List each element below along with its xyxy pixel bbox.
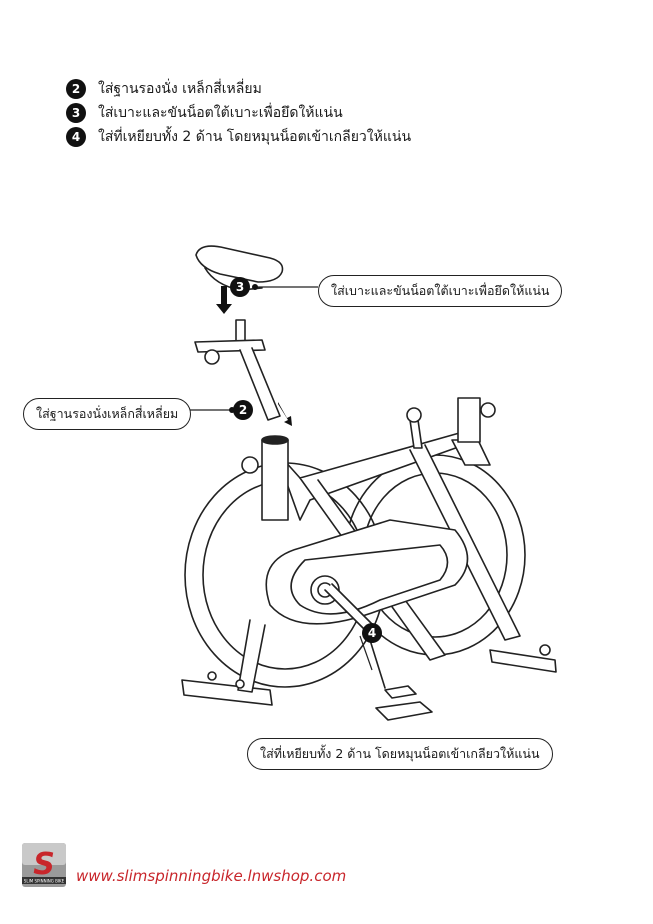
website-url[interactable]: www.slimspinningbike.lnwshop.com xyxy=(76,867,347,885)
step-3: 3 ใส่เบาะและขันน็อตใต้เบาะเพื่อยึดให้แน่… xyxy=(66,101,411,125)
step-2: 2 ใส่ฐานรองนั่ง เหล็กสี่เหลี่ยม xyxy=(66,77,411,101)
pedal xyxy=(375,701,433,721)
step-text: ใส่ฐานรองนั่ง เหล็กสี่เหลี่ยม xyxy=(98,81,262,97)
arrow-icon xyxy=(278,402,292,426)
callout-badge-4: 4 xyxy=(362,623,382,643)
step-number-badge: 4 xyxy=(66,127,86,147)
logo-caption: SLIM SPINNING BIKE xyxy=(24,879,65,884)
step-number-badge: 2 xyxy=(66,79,86,99)
step-text: ใส่เบาะและขันน็อตใต้เบาะเพื่อยึดให้แน่น xyxy=(98,105,343,121)
rear-stabilizer xyxy=(489,649,557,673)
brand-logo: S SLIM SPINNING BIKE xyxy=(22,843,66,887)
callout-seat: ใส่เบาะและขันน็อตใต้เบาะเพื่อยึดให้แน่น xyxy=(318,275,563,307)
seat xyxy=(195,245,284,283)
bike-assembly-illustration xyxy=(172,245,557,721)
callout-badge-2: 2 xyxy=(233,400,253,420)
callout-pedal: ใส่ที่เหยียบทั้ง 2 ด้าน โดยหมุนน็อตเข้าเ… xyxy=(247,738,553,770)
step-text: ใส่ที่เหยียบทั้ง 2 ด้าน โดยหมุนน็อตเข้าเ… xyxy=(98,129,412,145)
step-number-badge: 3 xyxy=(66,103,86,123)
logo-letter: S xyxy=(33,847,55,882)
instruction-list: 2 ใส่ฐานรองนั่ง เหล็กสี่เหลี่ยม 3 ใส่เบา… xyxy=(66,77,411,149)
callout-seat-post: ใส่ฐานรองนั่งเหล็กสี่เหลี่ยม xyxy=(23,398,192,430)
callout-badge-3: 3 xyxy=(230,277,250,297)
step-4: 4 ใส่ที่เหยียบทั้ง 2 ด้าน โดยหมุนน็อตเข้… xyxy=(66,125,411,149)
